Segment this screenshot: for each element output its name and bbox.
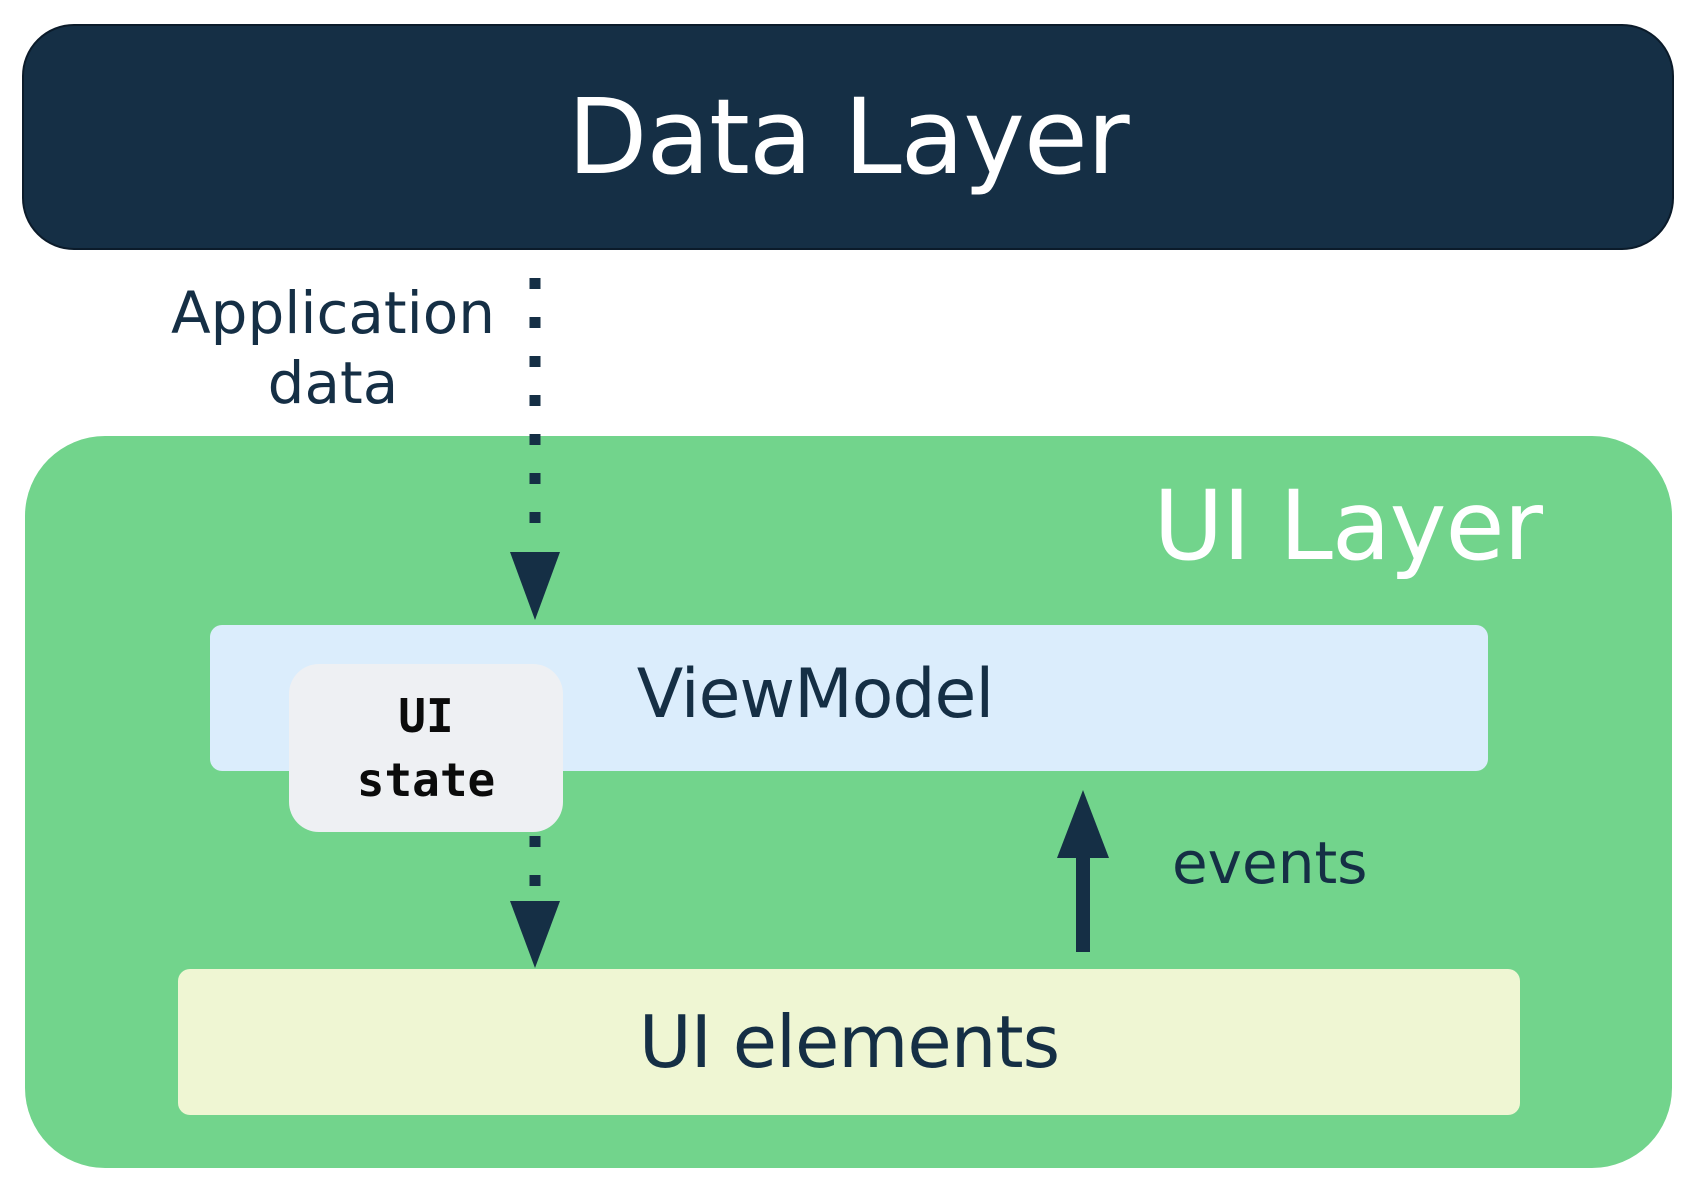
data-layer-title: Data Layer bbox=[567, 76, 1129, 198]
viewmodel-label: ViewModel bbox=[636, 654, 995, 734]
ui-layer-title: UI Layer bbox=[1153, 470, 1543, 582]
application-data-label: Application data bbox=[140, 278, 526, 418]
application-data-label-line2: data bbox=[267, 349, 399, 417]
data-layer-box: Data Layer bbox=[22, 24, 1674, 250]
events-label: events bbox=[1172, 829, 1368, 897]
ui-elements-box: UI elements bbox=[178, 969, 1520, 1115]
ui-elements-label: UI elements bbox=[638, 1000, 1060, 1084]
ui-state-box: UI state bbox=[289, 664, 563, 832]
application-data-label-line1: Application bbox=[170, 279, 496, 347]
ui-state-label-line2: state bbox=[356, 753, 496, 807]
ui-state-label-line1: UI bbox=[398, 689, 454, 743]
